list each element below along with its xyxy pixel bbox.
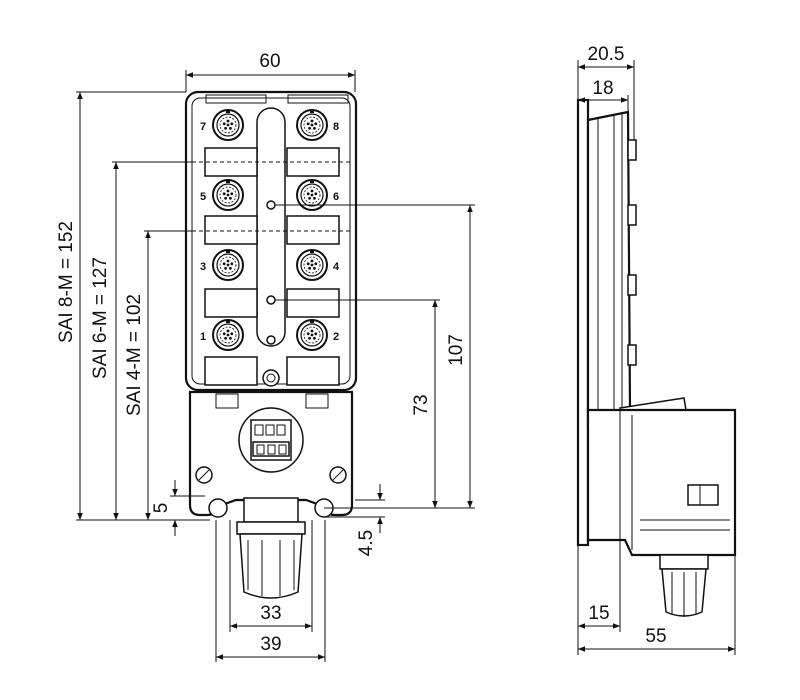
front-dimensions: 60 SAI 8-M = 152 SAI 6-M = 127 SAI 4-M =… xyxy=(56,51,475,662)
port-label: 1 xyxy=(200,331,206,343)
port-5-connector-icon xyxy=(212,179,244,211)
dim-39: 39 xyxy=(260,634,281,655)
center-slot xyxy=(256,107,286,347)
side-dimensions: 20.5 18 15 55 xyxy=(577,44,736,655)
dim-73: 73 xyxy=(411,394,432,415)
port-label: 6 xyxy=(333,191,339,203)
side-cable-gland xyxy=(659,554,709,570)
port-8-connector-icon xyxy=(296,109,328,141)
port-label: 8 xyxy=(333,121,339,133)
front-view: 7 8 5 6 3 4 1 2 xyxy=(184,90,358,599)
port-4-connector-icon xyxy=(296,249,328,281)
cable-gland xyxy=(243,497,299,523)
dim-sai4: SAI 4-M = 102 xyxy=(124,294,145,416)
port-label: 7 xyxy=(200,121,206,133)
dim-4-5: 4.5 xyxy=(356,530,377,556)
port-label: 4 xyxy=(333,261,340,273)
port-label: 2 xyxy=(333,331,339,343)
dim-width-top: 60 xyxy=(259,51,280,72)
dim-18: 18 xyxy=(592,78,613,99)
port-label: 5 xyxy=(200,191,206,203)
side-terminal-box xyxy=(586,408,737,557)
port-label: 3 xyxy=(200,261,206,273)
dim-sai8: SAI 8-M = 152 xyxy=(56,221,77,343)
dim-5: 5 xyxy=(151,503,172,514)
side-view xyxy=(576,98,737,617)
port-7-connector-icon xyxy=(212,109,244,141)
port-3-connector-icon xyxy=(212,249,244,281)
dim-107: 107 xyxy=(446,334,467,366)
port-2-connector-icon xyxy=(296,319,328,351)
dim-sai6: SAI 6-M = 127 xyxy=(90,257,111,379)
side-back-plate xyxy=(576,98,590,547)
dim-33: 33 xyxy=(260,603,281,624)
ground-screw-icon xyxy=(262,369,280,387)
dim-20-5: 20.5 xyxy=(588,44,625,65)
port-1-connector-icon xyxy=(212,319,244,351)
dim-15: 15 xyxy=(588,603,609,624)
dim-55: 55 xyxy=(645,626,666,647)
